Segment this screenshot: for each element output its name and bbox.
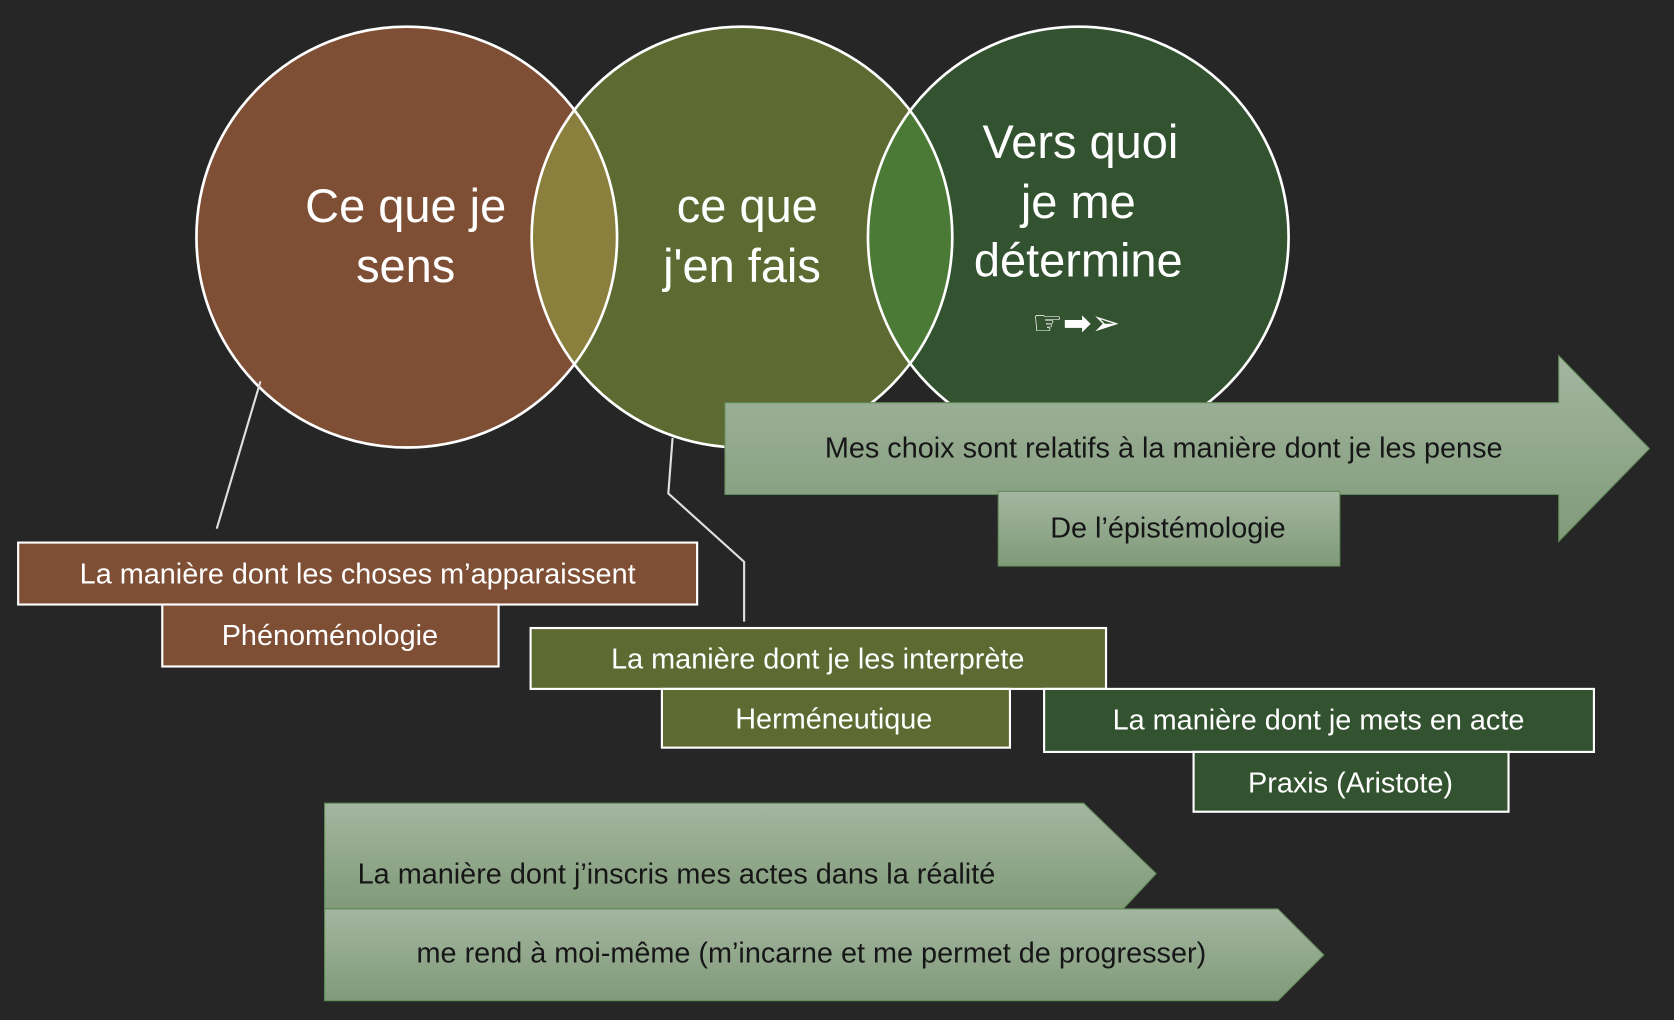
epistemology-box <box>997 490 1341 567</box>
circle-sense-line1: Ce que je <box>305 179 506 232</box>
circle-determine-line3: détermine <box>974 234 1183 287</box>
hermeneutics-box <box>529 626 1108 690</box>
circle-determine <box>867 26 1289 448</box>
arrow-reality <box>324 802 1157 910</box>
arrow-reality-text: La manière dont j’inscris mes actes dans… <box>358 858 996 890</box>
hermeneutics-text: La manière dont je les interprète <box>611 644 1024 676</box>
phenomenology-label-box <box>161 603 500 668</box>
circle-sense-line2: sens <box>356 239 455 292</box>
praxis-label: Praxis (Aristote) <box>1248 768 1453 800</box>
arrow-self-text: me rend à moi-même (m’incarne et me perm… <box>417 937 1207 969</box>
phenomenology-label: Phénoménologie <box>222 620 438 652</box>
pointing-arrow-icons: ☞➡➢ <box>1032 303 1120 343</box>
arrow-epistemology-text: Mes choix sont relatifs à la manière don… <box>825 432 1503 464</box>
praxis-label-box <box>1192 750 1510 813</box>
epistemology-label: De l’épistémologie <box>1050 512 1286 544</box>
circle-do-line1: ce que <box>677 179 818 232</box>
circle-determine-line2: je me <box>1019 175 1136 228</box>
phenomenology-text: La manière dont les choses m’apparaissen… <box>80 558 636 590</box>
circle-determine-line1: Vers quoi <box>983 115 1179 168</box>
connector-sense <box>215 380 262 529</box>
praxis-text: La manière dont je mets en acte <box>1113 705 1525 737</box>
circle-do <box>531 26 953 448</box>
phenomenology-box <box>17 541 699 606</box>
hermeneutics-label: Herméneutique <box>735 704 932 736</box>
circle-do-line2: j'en fais <box>661 239 821 292</box>
circle-sense <box>196 26 618 448</box>
arrow-epistemology <box>724 354 1651 543</box>
hermeneutics-label-box <box>660 687 1012 749</box>
connector-do <box>667 437 746 622</box>
arrow-self <box>324 908 1325 1002</box>
praxis-box <box>1043 687 1595 753</box>
